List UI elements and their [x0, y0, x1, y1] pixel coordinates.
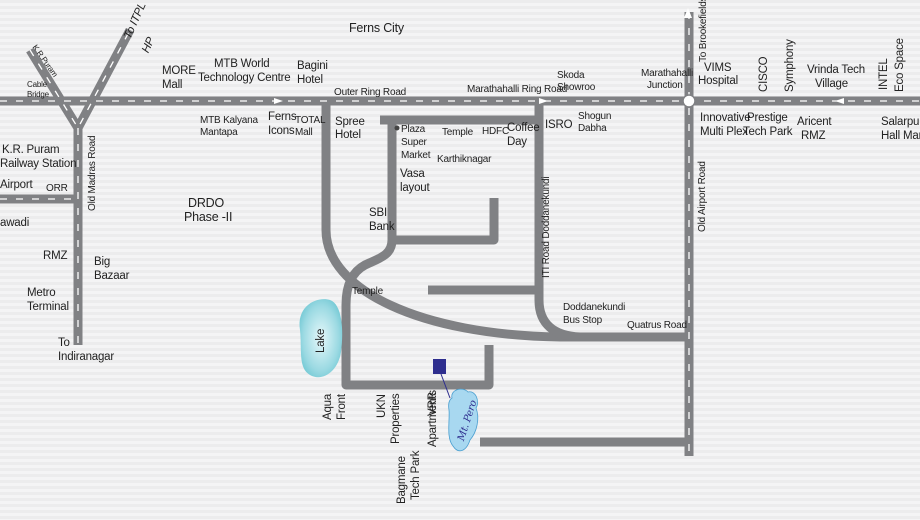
- label-vrinda-2: Village: [815, 78, 848, 90]
- label-to-indiranagar-1: To: [58, 337, 70, 349]
- label-vims-2: Hospital: [698, 75, 738, 87]
- label-intel-1: INTEL: [878, 58, 890, 90]
- label-cable-bridge-2: Bridge: [27, 90, 49, 99]
- label-marathahalli-junction-1: Marathahalli: [641, 68, 694, 79]
- label-mtb-kalyana-2: Mantapa: [200, 127, 238, 138]
- label-drdo-2: Phase -II: [184, 210, 233, 224]
- label-aqua-2: Front: [336, 394, 348, 420]
- label-old-madras-road: Old Madras Road: [87, 135, 98, 211]
- label-plaza-2: Super: [401, 137, 427, 148]
- label-ukn-2: Properties: [390, 393, 402, 444]
- iti-road: [534, 101, 581, 342]
- label-plaza-1: Plaza: [401, 124, 426, 135]
- label-hdfc: HDFC: [482, 126, 509, 137]
- label-spree-2: Hotel: [335, 129, 361, 141]
- label-vrinda-1: Vrinda Tech: [807, 64, 865, 76]
- label-to-indiranagar-2: Indiranagar: [58, 351, 114, 363]
- label-vims-1: VIMS: [704, 62, 732, 74]
- label-prestige-1: Prestige: [747, 112, 788, 124]
- label-big-bazaar-2: Bazaar: [94, 270, 130, 282]
- label-cisco: CISCO: [758, 56, 770, 92]
- label-bagini-1: Bagini: [297, 60, 328, 72]
- label-outer-ring-road: Outer Ring Road: [334, 87, 407, 98]
- label-vasa-1: Vasa: [400, 168, 425, 180]
- label-doddanekundi-2: Bus Stop: [563, 315, 602, 326]
- label-innovative-2: Multi Plex: [700, 126, 748, 138]
- label-spree-1: Spree: [335, 116, 365, 128]
- label-prestige-2: Tech Park: [743, 126, 793, 138]
- label-marathahalli-ring-road: Marathahalli Ring Road: [467, 84, 568, 95]
- label-metro-1: Metro: [27, 287, 56, 299]
- label-ferns-icons-1: Ferns: [268, 111, 297, 123]
- label-cable-bridge-1: Cable: [27, 80, 47, 89]
- label-salarpuria-1: Salarpuria: [881, 116, 920, 128]
- label-more-mall-2: Mall: [162, 79, 183, 91]
- label-bagmane-1: Bagmane: [396, 456, 408, 504]
- label-lake: Lake: [315, 328, 327, 353]
- label-ferns-icons-2: Icons: [268, 125, 295, 137]
- lake-icon: [299, 299, 343, 378]
- label-innovative-1: Innovative: [700, 112, 751, 124]
- label-iti-road: ITI Road Doddanekundi: [541, 176, 552, 278]
- label-to-brookefields: To Brookefields: [698, 0, 709, 62]
- label-karthiknagar: Karthiknagar: [437, 154, 492, 165]
- label-sbi-2: Bank: [369, 221, 395, 233]
- label-bagmane-2: Tech Park: [410, 450, 422, 500]
- label-ferns-city: Ferns City: [349, 21, 404, 35]
- label-aricent-2: RMZ: [801, 130, 826, 142]
- label-bagini-2: Hotel: [297, 74, 323, 86]
- label-metro-2: Terminal: [27, 301, 69, 313]
- label-mtb-kalyana-1: MTB Kalyana: [200, 115, 258, 126]
- label-symphony: Symphony: [784, 39, 796, 92]
- label-aricent-1: Aricent: [797, 116, 832, 128]
- label-mtb-world-1: MTB World: [214, 58, 270, 70]
- project-marker-icon: [433, 359, 446, 374]
- label-old-airport-road: Old Airport Road: [697, 161, 708, 232]
- label-coffee-2: Day: [507, 136, 527, 148]
- label-plaza-3: Market: [401, 150, 431, 161]
- label-kr-puram-station-1: K.R. Puram: [2, 144, 60, 156]
- label-aqua-1: Aqua: [322, 393, 334, 420]
- label-total-mall-1: TOTAL: [295, 115, 326, 126]
- label-intel-2: Eco Space: [894, 38, 906, 92]
- label-airport: Airport: [0, 179, 33, 191]
- label-kr-puram-station-2: Railway Station: [0, 158, 77, 170]
- label-rmz: RMZ: [43, 250, 68, 262]
- label-total-mall-2: Mall: [295, 127, 313, 138]
- label-temple-1: Temple: [442, 127, 474, 138]
- inner-road-bottom: [392, 198, 499, 245]
- label-temple-2: Temple: [352, 286, 384, 297]
- label-awadi: awadi: [0, 217, 30, 229]
- junction-icon: [682, 94, 696, 108]
- label-shogun-2: Dabha: [578, 123, 607, 134]
- label-coffee-1: Coffee: [507, 122, 540, 134]
- label-salarpuria-2: Hall Mark: [881, 130, 920, 142]
- label-ukn-1: UKN: [376, 394, 388, 418]
- lake-loop-road: [341, 305, 494, 390]
- label-sbi-1: SBI: [369, 207, 387, 219]
- label-big-bazaar-1: Big: [94, 256, 111, 268]
- kr-puram-branch: [26, 27, 134, 133]
- label-quatrus-road: Quatrus Road: [627, 320, 687, 331]
- label-more-mall-1: MORE: [162, 65, 196, 77]
- label-skoda-2: Showroo: [557, 82, 596, 93]
- label-marathahalli-junction-2: Junction: [647, 80, 683, 91]
- label-orr: ORR: [46, 183, 68, 194]
- sbi-curve: [341, 239, 397, 306]
- label-mtb-world-2: Technology Centre: [198, 72, 291, 84]
- label-vasa-2: layout: [400, 182, 430, 194]
- label-shogun-1: Shogun: [578, 111, 612, 122]
- label-drdo-1: DRDO: [188, 196, 225, 210]
- label-vrr-2: Apartments: [427, 390, 439, 447]
- label-doddanekundi-1: Doddanekundi: [563, 302, 626, 313]
- loop-road: [321, 101, 689, 342]
- landmark-dot-icon: [394, 125, 400, 131]
- label-skoda-1: Skoda: [557, 70, 585, 81]
- project-bubble: [448, 388, 479, 452]
- label-isro: ISRO: [545, 119, 573, 131]
